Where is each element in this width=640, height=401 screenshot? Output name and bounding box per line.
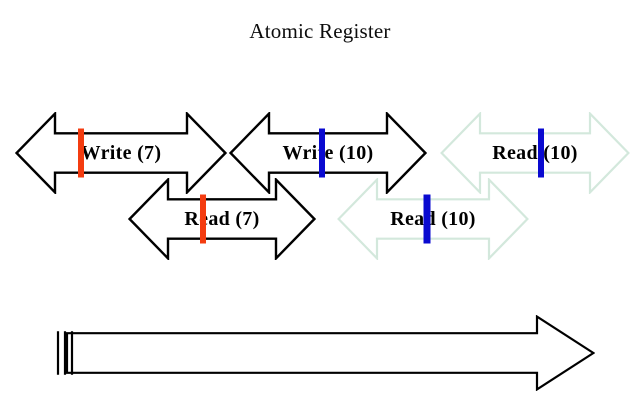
operation-arrow-write-7: Write (7) [15, 112, 227, 194]
arrow-shape-read-10-top [440, 112, 630, 194]
operation-arrow-write-10: Write (10) [229, 112, 427, 194]
value-marker-read-10-bottom [423, 194, 431, 244]
operation-arrow-read-10-bottom: Read (10) [337, 178, 529, 260]
page-title: Atomic Register [249, 19, 391, 43]
operation-label-write-7: Write (7) [80, 141, 162, 164]
operation-label-read-7: Read (7) [184, 207, 260, 230]
value-marker-write-10 [319, 128, 326, 178]
value-marker-read-10-top [537, 128, 544, 178]
operation-label-read-10-bottom: Read (10) [390, 207, 476, 230]
time-axis-shape [56, 315, 595, 391]
arrow-shape-write-10 [229, 112, 427, 194]
value-marker-write-7 [77, 128, 84, 178]
operation-arrow-read-10-top: Read (10) [440, 112, 630, 194]
arrow-shape-write-7 [15, 112, 227, 194]
time-axis-arrow [55, 315, 595, 391]
operation-label-read-10-top: Read (10) [492, 141, 578, 164]
value-marker-read-7 [200, 194, 207, 244]
operation-arrow-read-7: Read (7) [128, 178, 316, 260]
arrow-shape-read-10-bottom [337, 178, 529, 260]
arrow-shape-read-7 [128, 178, 316, 260]
operation-label-write-10: Write (10) [282, 141, 374, 164]
